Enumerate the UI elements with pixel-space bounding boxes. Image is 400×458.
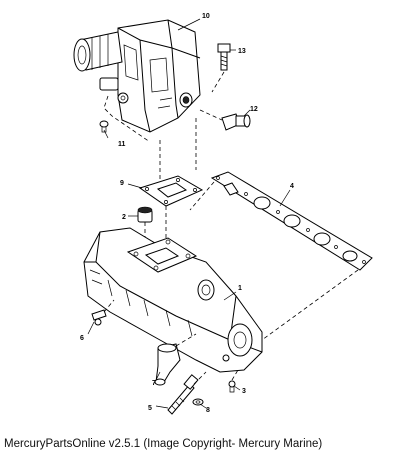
callout-6: 6: [80, 335, 84, 342]
callout-12: 12: [250, 106, 258, 113]
callout-8: 8: [206, 407, 210, 414]
callout-10: 10: [202, 13, 210, 20]
callout-1: 1: [238, 285, 242, 292]
exploded-parts-diagram: 10 13 12 11 9 4 2 1 6 7 3 5 8: [73, 13, 373, 415]
image-copyright-caption: MercuryPartsOnline v2.5.1 (Image Copyrig…: [4, 438, 323, 450]
gasket-part-9: [138, 175, 204, 207]
elbow-fitting-part-7: [154, 343, 181, 386]
fitting-part-12: [221, 113, 251, 131]
callout-4: 4: [290, 183, 294, 190]
callout-7: 7: [152, 380, 156, 387]
washer-part-8: [192, 398, 204, 406]
callout-13: 13: [238, 48, 246, 55]
bolt-part-5: [167, 374, 199, 415]
bolt-part-13: [217, 43, 231, 71]
callout-9: 9: [120, 180, 124, 187]
bolt-part-6: [91, 309, 107, 326]
exhaust-manifold-part-1: [83, 227, 263, 373]
callout-11: 11: [118, 141, 126, 148]
callout-3: 3: [242, 388, 246, 395]
plug-part-3: [228, 380, 236, 393]
elbow-riser-part: [73, 19, 201, 133]
callout-2: 2: [122, 214, 126, 221]
leader-lines: [87, 18, 291, 409]
gasket-part-4: [210, 171, 373, 271]
callout-5: 5: [148, 405, 152, 412]
plug-part-2: [137, 206, 153, 223]
screw-part-11: [99, 120, 109, 133]
